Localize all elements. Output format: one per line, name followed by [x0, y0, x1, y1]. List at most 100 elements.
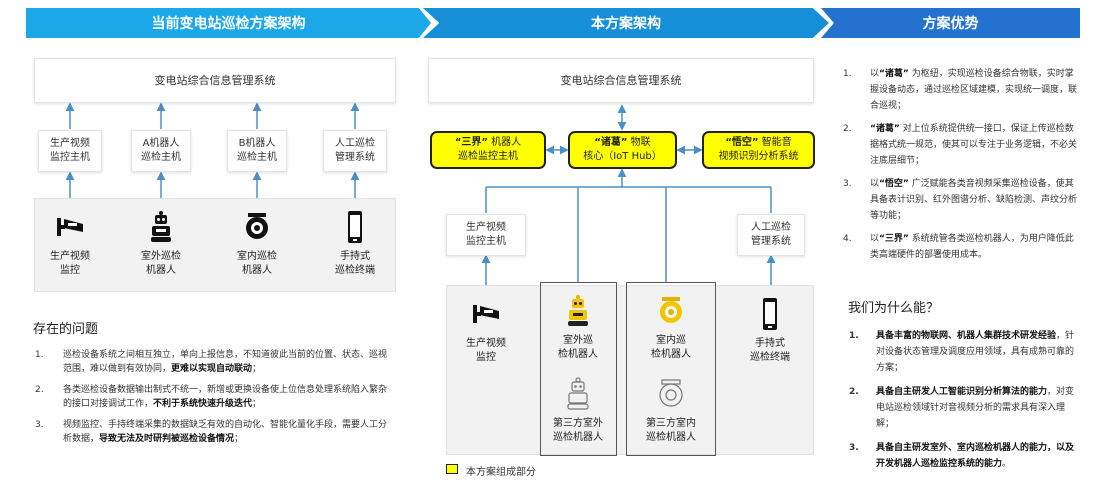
list-item: 2. 各类巡检设备数据输出制式不统一，新增或更换设备使上位信息处理系统陷入繁杂的接… [33, 383, 393, 411]
item-quote: “悟空” [879, 179, 909, 189]
host-label-line2: 监控主机 [50, 152, 90, 163]
why-title: 我们为什么能？ [848, 301, 940, 316]
host-label-line1: 生产视频 [466, 222, 506, 233]
middle-device-handheld: 手持式 巡检终端 [738, 297, 802, 365]
item-quote: “三界” [879, 234, 909, 244]
wukong-av-analysis-system: “悟空” 智能音视频识别分析系统 [702, 131, 815, 169]
device-label-line2: 机器人 [146, 265, 176, 276]
middle-device-indoor-robot: 室内巡 检机器人 [639, 294, 703, 362]
outdoor-robot-icon [568, 295, 588, 326]
device-label-line2: 巡检机器人 [646, 432, 696, 443]
item-bold: 更难以实现自动联动 [171, 364, 253, 374]
banner-our-architecture: 本方案架构 [423, 8, 829, 38]
indoor-robot-group-frame [626, 282, 716, 456]
banner-advantages: 方案优势 [821, 8, 1080, 38]
device-label-line2: 检机器人 [651, 349, 691, 360]
host-label-line1: A机器人 [142, 138, 180, 149]
cctv-camera-icon [57, 218, 83, 236]
issues-title: 存在的问题 [33, 322, 99, 337]
list-item: 2. “诸葛” 对上位系统提供统一接口，保证上传巡检数据格式统一规范，使其可以专注… [840, 121, 1080, 169]
item-number: 4. [843, 234, 852, 244]
left-host-manual: 人工巡检管理系统 [323, 130, 387, 172]
yellow-line1: 机器人 [491, 137, 522, 148]
host-label-line1: 生产视频 [50, 138, 90, 149]
list-item: 3. 以“悟空” 广泛赋能各类音视频采集巡检设备，使其具备表计识别、红外图谱分析、… [840, 176, 1080, 224]
middle-device-panel [446, 285, 814, 455]
item-quote: “诸葛” [870, 124, 900, 134]
item-text: 对上位系统提供统一接口，保证上传巡检数据格式统一规范，使其可以专注于业务逻辑，不… [870, 124, 1078, 166]
left-host-robot-a: A机器人巡检主机 [131, 130, 191, 172]
device-label-line1: 室内巡检 [237, 251, 277, 262]
left-device-handheld: 手持式 巡检终端 [325, 210, 385, 278]
middle-device-third-party-indoor: 第三方室内 巡检机器人 [637, 377, 705, 445]
item-text: 为枢纽，实现巡检设备综合物联，实时掌握设备动态，通过巡检区域建模，实现统一调度，… [870, 69, 1078, 111]
left-host-video: 生产视频监控主机 [38, 130, 102, 172]
host-label-line2: 管理系统 [751, 236, 791, 247]
middle-device-third-party-outdoor: 第三方室外 巡检机器人 [545, 377, 611, 445]
sanjie-robot-monitor-host: “三界” 机器人巡检监控主机 [430, 131, 546, 169]
device-label-line2: 监控 [476, 352, 496, 363]
third-party-indoor-robot-icon [659, 379, 683, 407]
list-item: 1.以“诸葛” 为枢纽，实现巡检设备综合物联，实时掌握设备动态，通过巡检区域建模… [840, 66, 1080, 114]
zhuge-iot-hub: “诸葛” 物联核心（IoT Hub） [568, 131, 677, 169]
item-prefix: 以 [870, 69, 880, 79]
list-item: 1.具备丰富的物联网、机器人集群技术研发经验，针对设备状态管理及调度应用领域，具… [846, 328, 1080, 376]
left-device-indoor-robot: 室内巡检 机器人 [227, 210, 287, 278]
yellow-line1: 物联 [630, 137, 651, 148]
device-label-line1: 第三方室外 [553, 418, 603, 429]
cctv-camera-icon [473, 305, 499, 323]
yellow-quote: “三界” [454, 137, 488, 148]
yellow-line1: 智能音 [761, 137, 792, 148]
item-text: 视频监控、手持终端采集的数据缺乏有效的自动化、智能化量化手段，需要人工分析数据， [63, 420, 388, 444]
host-label-line1: 人工巡检 [335, 138, 375, 149]
item-number: 3. [843, 179, 852, 189]
indoor-robot-icon [246, 213, 268, 239]
outdoor-robot-icon [151, 211, 171, 242]
list-item: 3. 视频监控、手持终端采集的数据缺乏有效的自动化、智能化量化手段，需要人工分析数… [33, 418, 393, 446]
host-label-line2: 巡检主机 [237, 152, 277, 163]
device-label-line1: 室内巡 [656, 335, 686, 346]
device-label-line1: 生产视频 [466, 338, 506, 349]
item-text: 系统统管各类巡检机器人，为用户降低此类高端硬件的部署使用成本。 [870, 234, 1074, 260]
device-label-line2: 巡检终端 [750, 352, 790, 363]
banner-current-label: 当前变电站巡检方案架构 [151, 16, 306, 32]
device-label-line1: 手持式 [340, 251, 370, 262]
item-text: ，针对设备状态管理及调度应用领域，具有成熟可靠的方案； [876, 331, 1075, 373]
host-label-line1: 人工巡检 [751, 222, 791, 233]
device-label-line1: 第三方室内 [646, 418, 696, 429]
item-text: 各类巡检设备数据输出制式不统一，新增或更换设备使上位信息处理系统陷入繁杂的接口对… [63, 385, 388, 409]
host-label-line1: B机器人 [238, 138, 276, 149]
indoor-robot-icon [660, 297, 682, 323]
item-bold: 不利于系统快速升级迭代 [153, 399, 253, 409]
host-label-line2: 管理系统 [335, 152, 375, 163]
host-label-line2: 监控主机 [466, 236, 506, 247]
device-label-line1: 手持式 [755, 338, 785, 349]
device-label-line1: 室外巡检 [141, 251, 181, 262]
item-text: 广泛赋能各类音视频采集巡检设备，使其具备表计识别、红外图谱分析、缺陷检测、声纹分… [870, 179, 1078, 221]
item-text: ，对变电站巡检领域针对音视频分析的需求具有深入理解； [876, 387, 1075, 429]
item-prefix: 以 [870, 234, 880, 244]
item-tail: ； [252, 364, 262, 374]
middle-host-manual: 人工巡检管理系统 [737, 214, 805, 256]
left-top-system: 变电站综合信息管理系统 [34, 58, 396, 103]
item-number: 1. [849, 331, 859, 341]
item-text: 巡检设备系统之间相互独立，单向上报信息，不知道彼此当前的位置、状态、巡视范围，难… [63, 350, 388, 374]
middle-device-outdoor-robot: 室外巡 检机器人 [546, 294, 610, 362]
left-top-system-label: 变电站综合信息管理系统 [154, 73, 276, 87]
item-number: 1. [843, 69, 852, 79]
item-number: 2. [843, 124, 852, 134]
device-label-line2: 监控 [60, 265, 80, 276]
middle-top-system: 变电站综合信息管理系统 [428, 58, 814, 103]
item-number: 3. [35, 420, 44, 430]
advantages-list: 1. 以 “诸葛” 为枢纽，实现巡检设备综合物联，实时掌握设备动态，通过巡检区域建模… [840, 66, 1080, 270]
legend-label: 本方案组成部分 [466, 467, 536, 478]
handheld-terminal-icon [348, 211, 362, 243]
device-label-line2: 巡检终端 [335, 265, 375, 276]
device-label-line2: 机器人 [242, 265, 272, 276]
list-item: 4. 以“三界” 系统统管各类巡检机器人，为用户降低此类高端硬件的部署使用成本。 [840, 231, 1080, 263]
banner-ours-label: 本方案架构 [591, 16, 661, 32]
item-number: 2. [35, 385, 44, 395]
issues-list: 1.巡检设备系统之间相互独立，单向上报信息，不知道彼此当前的位置、状态、巡视范围… [33, 348, 393, 453]
item-prefix: 以 [870, 179, 880, 189]
